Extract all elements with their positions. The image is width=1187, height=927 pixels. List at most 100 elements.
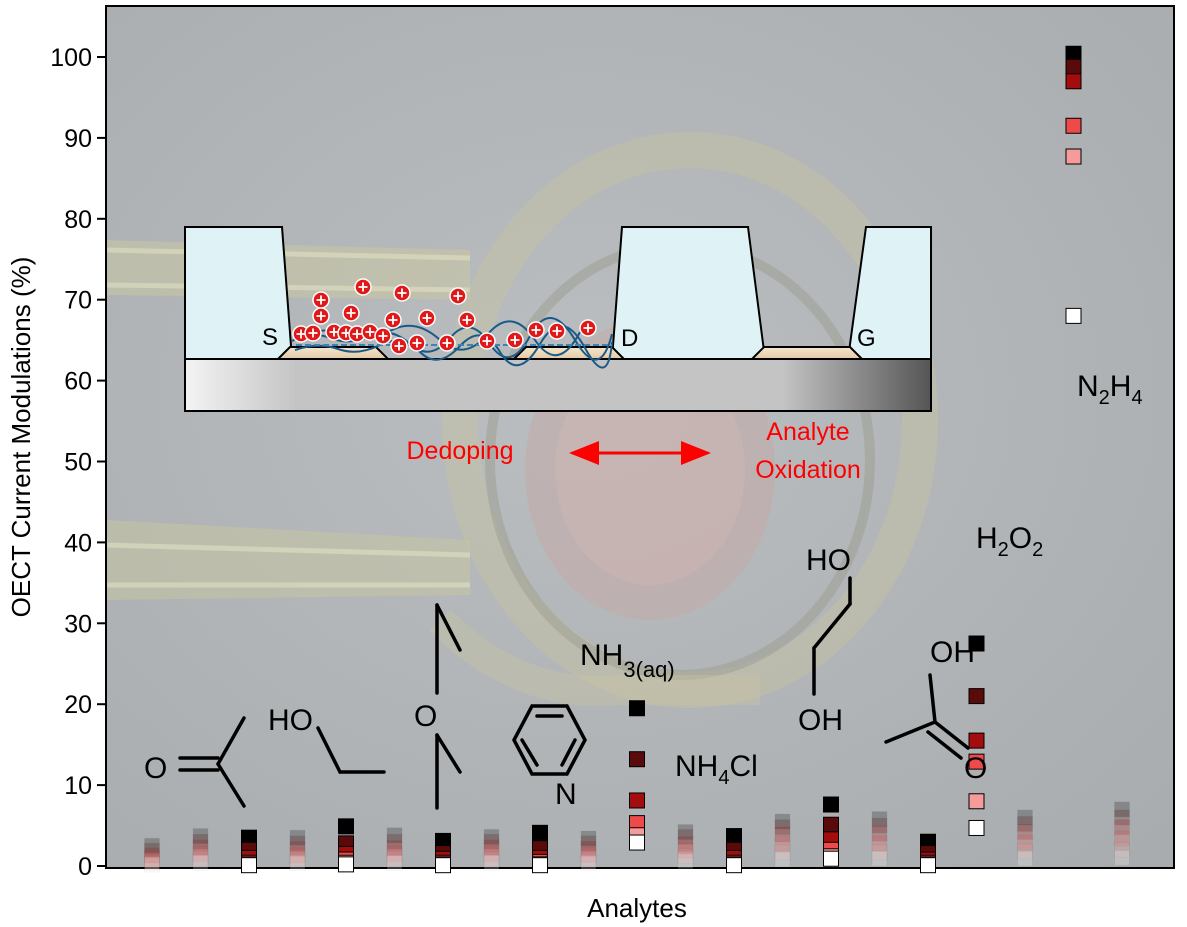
data-point	[871, 825, 888, 842]
data-point	[192, 833, 209, 850]
data-point	[144, 856, 160, 873]
data-point	[1114, 801, 1130, 818]
data-point	[435, 857, 451, 874]
data-point	[871, 835, 888, 852]
data-point	[144, 842, 160, 859]
data-point	[968, 635, 985, 652]
data-marks	[144, 45, 1130, 874]
y-tick-label: 20	[64, 691, 92, 719]
data-point	[1065, 58, 1082, 75]
data-point	[1065, 73, 1082, 90]
data-point	[386, 845, 403, 862]
data-point	[144, 847, 160, 864]
ethylene-glycol-structure	[812, 576, 852, 696]
plot-background	[105, 6, 1174, 868]
data-point	[1017, 809, 1033, 826]
data-point	[1114, 809, 1130, 826]
data-point	[774, 844, 791, 861]
data-point	[580, 846, 597, 863]
drain-label: D	[621, 325, 638, 352]
data-point	[1065, 117, 1082, 134]
y-tick-label: 60	[64, 368, 92, 396]
data-point	[483, 851, 500, 868]
cation-plus	[352, 329, 362, 339]
ether-o: O	[414, 700, 437, 733]
data-point	[726, 857, 742, 874]
nh4cl-label: NH4Cl	[675, 750, 758, 789]
acetic-acid-structure	[884, 673, 970, 760]
data-point	[871, 817, 888, 834]
gate-electrode	[846, 226, 932, 360]
data-point	[386, 854, 403, 871]
cation-plus	[583, 323, 593, 333]
y-tick-label: 0	[78, 853, 92, 881]
data-point	[144, 851, 160, 868]
y-tick-label: 70	[64, 287, 92, 315]
data-point	[823, 816, 839, 833]
data-point	[968, 819, 985, 836]
data-point	[629, 834, 645, 851]
data-point	[289, 854, 306, 871]
y-tick-label: 30	[64, 610, 92, 638]
data-point	[1065, 148, 1082, 165]
data-point	[483, 833, 500, 850]
data-point	[580, 830, 597, 847]
data-point	[1017, 815, 1033, 832]
cation-plus	[531, 325, 541, 335]
diethyl-ether-structure	[435, 603, 462, 810]
cation-plus	[308, 328, 318, 338]
data-point	[580, 854, 597, 871]
data-point	[192, 839, 209, 856]
data-point	[192, 850, 209, 867]
data-point	[483, 854, 500, 871]
plot-frame	[105, 5, 1175, 869]
y-tick-label: 90	[64, 125, 92, 153]
data-point	[774, 835, 791, 852]
y-tick-label: 40	[64, 529, 92, 557]
cation-plus	[412, 338, 422, 348]
cation-plus	[316, 311, 326, 321]
n2h4-label: N2H4	[1077, 370, 1143, 409]
cations	[292, 278, 597, 355]
data-point	[629, 751, 645, 768]
data-point	[774, 826, 791, 843]
acid-o: O	[964, 752, 987, 785]
gate-label: G	[857, 325, 876, 352]
data-point	[1114, 819, 1130, 836]
data-point	[629, 792, 645, 809]
cation-plus	[296, 329, 306, 339]
data-point	[338, 818, 354, 835]
data-point	[289, 851, 306, 868]
data-point	[871, 850, 888, 867]
data-point	[968, 732, 985, 749]
data-point	[1114, 841, 1130, 858]
data-point	[338, 856, 354, 873]
pyridine-n: N	[555, 778, 577, 811]
data-point	[823, 850, 839, 867]
data-point	[192, 845, 209, 862]
device-inset: S D G Dedoping Analyte Oxidation	[184, 226, 932, 484]
source-label: S	[262, 324, 278, 351]
data-point	[386, 827, 403, 844]
data-point	[1114, 849, 1130, 866]
data-point	[483, 845, 500, 862]
substrate	[184, 358, 932, 412]
data-point	[823, 796, 839, 813]
data-point	[192, 854, 209, 871]
data-point	[774, 813, 791, 830]
data-point	[532, 857, 548, 874]
y-tick-label: 100	[50, 44, 92, 72]
gate-contact	[749, 346, 865, 360]
data-point	[1114, 830, 1130, 847]
nh3-label: NH3(aq)	[580, 639, 675, 682]
glycol-oh: OH	[798, 704, 843, 737]
data-point	[483, 839, 500, 856]
data-point	[920, 857, 936, 874]
data-point	[677, 842, 694, 859]
data-point	[677, 853, 694, 870]
analyte-labels: N2H4 H2O2 NH3(aq) NH4Cl	[580, 370, 1143, 789]
cation-plus	[316, 295, 326, 305]
data-point	[580, 851, 597, 868]
glycol-ho: HO	[806, 544, 851, 577]
